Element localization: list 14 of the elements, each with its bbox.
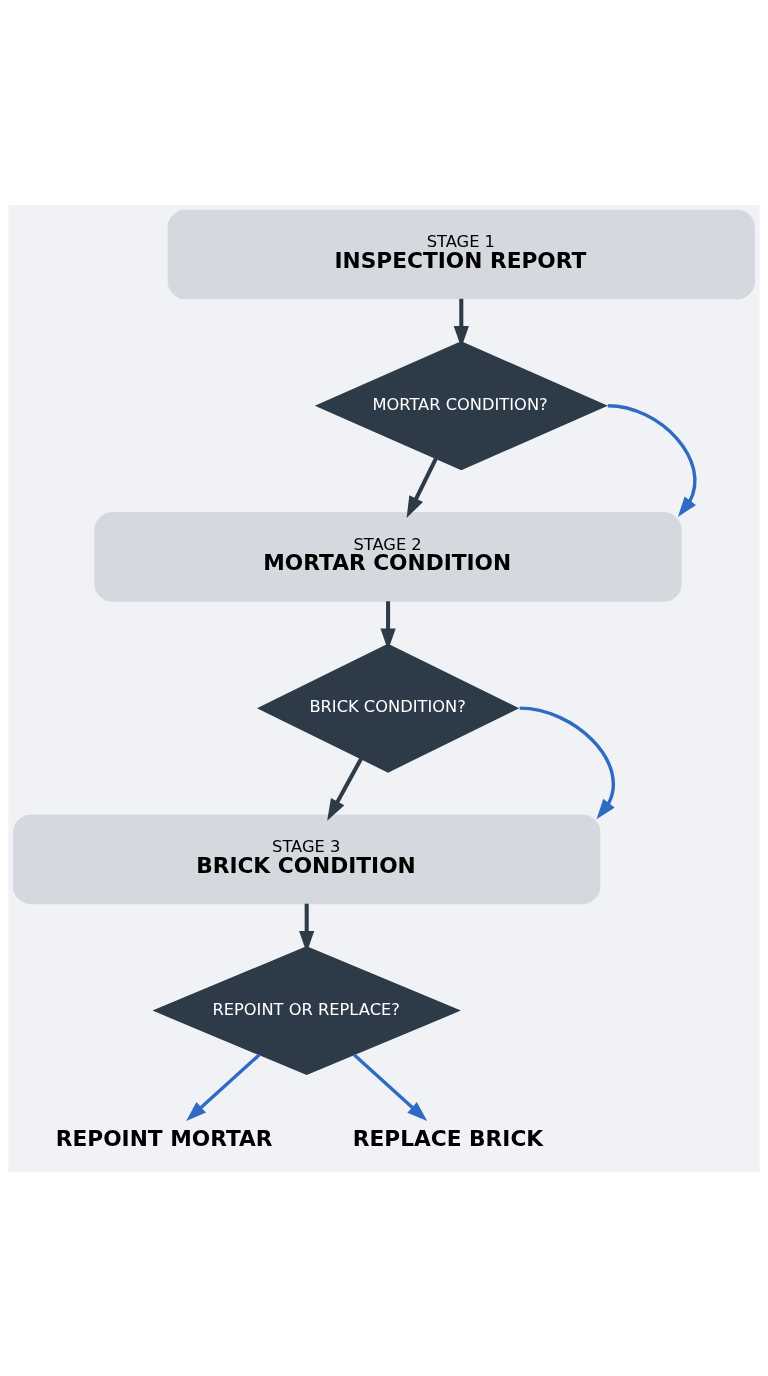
arrow bbox=[607, 403, 697, 517]
node-box: STAGE 3 BRICK CONDITION bbox=[13, 814, 601, 904]
node-box: STAGE 2 MORTAR CONDITION bbox=[94, 511, 682, 602]
arrow bbox=[352, 1053, 428, 1121]
node-text: REPOINT MORTAR bbox=[55, 1125, 273, 1151]
arrow bbox=[406, 457, 438, 518]
node-diamond: REPOINT OR REPLACE? bbox=[152, 945, 461, 1075]
arrow bbox=[519, 706, 615, 819]
node-diamond: BRICK CONDITION? bbox=[256, 643, 520, 773]
node-box: STAGE 1 INSPECTION REPORT bbox=[167, 209, 755, 299]
node-text: REPLACE BRICK bbox=[352, 1125, 544, 1151]
node-diamond: MORTAR CONDITION? bbox=[314, 340, 608, 470]
arrow bbox=[186, 1053, 261, 1121]
arrow bbox=[327, 757, 363, 821]
